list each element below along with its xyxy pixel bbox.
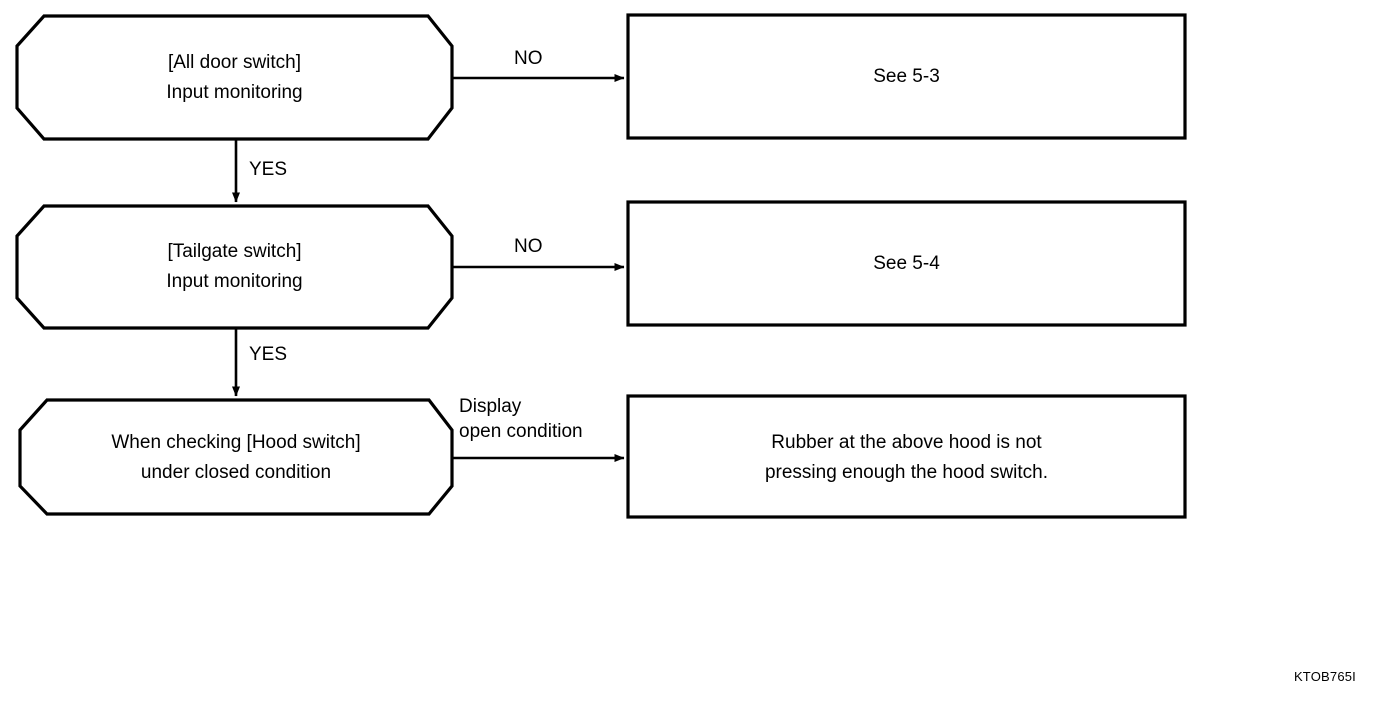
edge-label-yes-1: YES [249,159,288,180]
node-hood-switch-closed[interactable] [18,398,454,516]
edge-label-no-1: NO [514,48,543,69]
edge-label-display-open-condition: Display open condition [459,396,583,442]
edge-label-no-2: NO [514,236,543,257]
box-see-5-4[interactable] [626,200,1187,327]
node-tailgate-switch[interactable] [15,204,454,330]
box-see-5-3[interactable] [626,13,1187,140]
box-rubber-hood-message[interactable] [626,394,1187,519]
figure-code: KTOB765I [1293,669,1356,684]
node-all-door-switch[interactable] [15,14,454,141]
edge-label-yes-2: YES [249,344,288,365]
